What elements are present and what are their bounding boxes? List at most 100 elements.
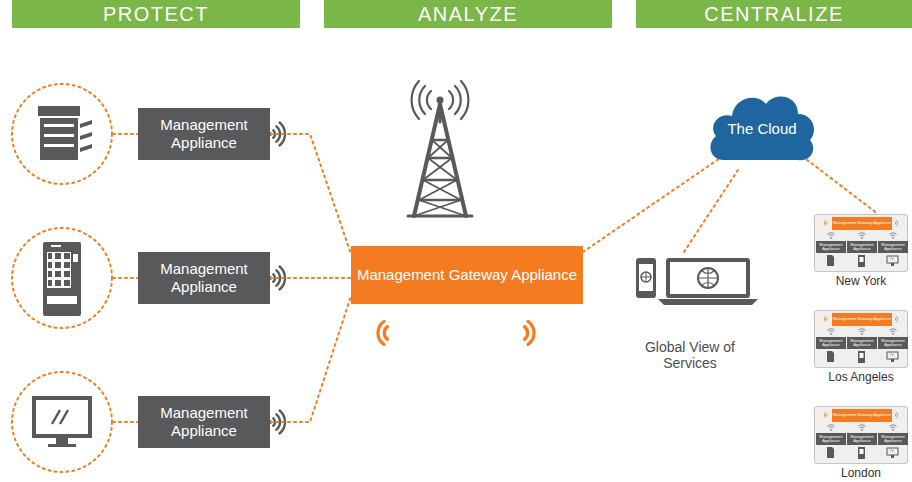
gateway-box: Management Gateway Appliance xyxy=(832,409,892,422)
monitor-icon xyxy=(48,444,76,447)
section-band: PROTECT xyxy=(12,0,300,28)
vending-machine-icon xyxy=(73,254,78,262)
copier-icon xyxy=(44,144,74,147)
appliance-box: Management Appliance xyxy=(816,241,846,253)
appliance-box: Management Appliance xyxy=(816,337,846,349)
monitor-icon xyxy=(52,410,68,424)
node-label: Management Appliance xyxy=(816,339,846,348)
laptop-icon xyxy=(698,268,718,288)
appliance-box: Management Appliance xyxy=(847,241,877,253)
gateway-box: Management Gateway Appliance xyxy=(832,217,892,230)
section-band: ANALYZE xyxy=(324,0,612,28)
appliance-box: Management Appliance xyxy=(847,433,877,445)
site-panel: New YorkManagement Gateway ApplianceMana… xyxy=(814,214,908,272)
node-label: Management Gateway Appliance xyxy=(833,413,892,417)
monitor-icon xyxy=(34,398,90,447)
appliance-box: Management Appliance xyxy=(138,396,270,448)
copier-icon xyxy=(40,118,78,160)
node-label: PROTECT xyxy=(103,3,209,26)
illustration xyxy=(378,322,388,345)
node-label: Management Appliance xyxy=(816,243,846,252)
node-label: Management Appliance xyxy=(878,435,908,444)
monitor-icon xyxy=(34,398,90,436)
site-name: Los Angeles xyxy=(805,370,912,384)
tower-icon xyxy=(408,215,472,218)
cloud-shape: The Cloud xyxy=(706,88,818,162)
appliance-box: Management Appliance xyxy=(138,252,270,304)
node-label: Management Gateway Appliance xyxy=(357,266,577,284)
site-panel: Los AngelesManagement Gateway ApplianceM… xyxy=(814,310,908,368)
laptop-icon xyxy=(698,268,718,288)
dotted-connector xyxy=(270,277,351,279)
appliance-box: Management Appliance xyxy=(847,337,877,349)
phone-icon xyxy=(641,272,651,282)
copier-icon xyxy=(38,106,80,116)
node-label: Management Appliance xyxy=(847,339,877,348)
vending-machine-icon xyxy=(43,242,81,316)
copier-icon xyxy=(38,106,92,160)
gateway-box: Management Gateway Appliance xyxy=(832,313,892,326)
phone-icon xyxy=(639,264,653,291)
device-circles xyxy=(12,372,112,472)
tower-icon xyxy=(419,140,461,200)
appliance-box: Management Appliance xyxy=(816,433,846,445)
appliance-box: Management Appliance xyxy=(878,433,908,445)
site-name: New York xyxy=(805,274,912,288)
laptop-icon xyxy=(658,299,758,305)
appliance-box: Management Appliance xyxy=(878,337,908,349)
phone-icon xyxy=(636,258,656,298)
dotted-connector xyxy=(583,154,726,252)
tower-icon xyxy=(414,140,466,216)
site-name: London xyxy=(805,466,912,480)
node-label: Management Gateway Appliance xyxy=(833,317,892,321)
node-label: Management Appliance xyxy=(878,339,908,348)
node-label: CENTRALIZE xyxy=(704,3,843,26)
cloud-outline xyxy=(710,97,814,161)
site-panel: LondonManagement Gateway ApplianceManage… xyxy=(814,406,908,464)
monitor-icon xyxy=(56,438,68,445)
illustration xyxy=(525,322,535,345)
tower-icon xyxy=(414,104,466,216)
node-label: The Cloud xyxy=(727,114,796,137)
device-circles xyxy=(12,228,112,328)
node-label: Management Appliance xyxy=(138,404,270,440)
appliance-box: Management Appliance xyxy=(138,108,270,160)
device-circles xyxy=(12,84,112,472)
gateway-box: Management Gateway Appliance xyxy=(351,246,583,304)
copier-icon xyxy=(80,144,92,152)
vending-machine-icon xyxy=(47,296,77,304)
node-label: Management Appliance xyxy=(816,435,846,444)
copier-icon xyxy=(44,134,74,137)
leader-lines xyxy=(113,134,738,422)
dotted-connector xyxy=(802,156,878,214)
vending-machine-icon xyxy=(51,245,61,247)
caption-label: Global View of Services xyxy=(630,339,750,371)
illustration xyxy=(814,406,908,464)
device-circles xyxy=(12,84,112,184)
node-label: Management Appliance xyxy=(878,243,908,252)
node-label: Management Appliance xyxy=(847,435,877,444)
phone-icon xyxy=(636,258,656,298)
section-band: CENTRALIZE xyxy=(636,0,912,28)
node-label: Management Gateway Appliance xyxy=(833,221,892,225)
vending-machine-icon xyxy=(48,253,70,287)
copier-icon xyxy=(80,132,92,140)
tower-icon xyxy=(439,104,442,122)
illustration xyxy=(814,214,908,272)
dotted-connector xyxy=(270,296,351,422)
copier-icon xyxy=(80,120,92,128)
appliance-box: Management Appliance xyxy=(878,241,908,253)
dotted-connector xyxy=(270,134,351,254)
laptop-icon xyxy=(670,262,746,294)
laptop-icon xyxy=(666,258,750,298)
phone-icon xyxy=(641,272,651,282)
vending-machine-icon xyxy=(47,252,71,288)
laptop-icon xyxy=(658,258,758,305)
vending-machine-icon xyxy=(43,242,81,316)
node-label: Management Appliance xyxy=(138,260,270,296)
node-label: ANALYZE xyxy=(418,3,518,26)
node-label: Management Appliance xyxy=(847,243,877,252)
